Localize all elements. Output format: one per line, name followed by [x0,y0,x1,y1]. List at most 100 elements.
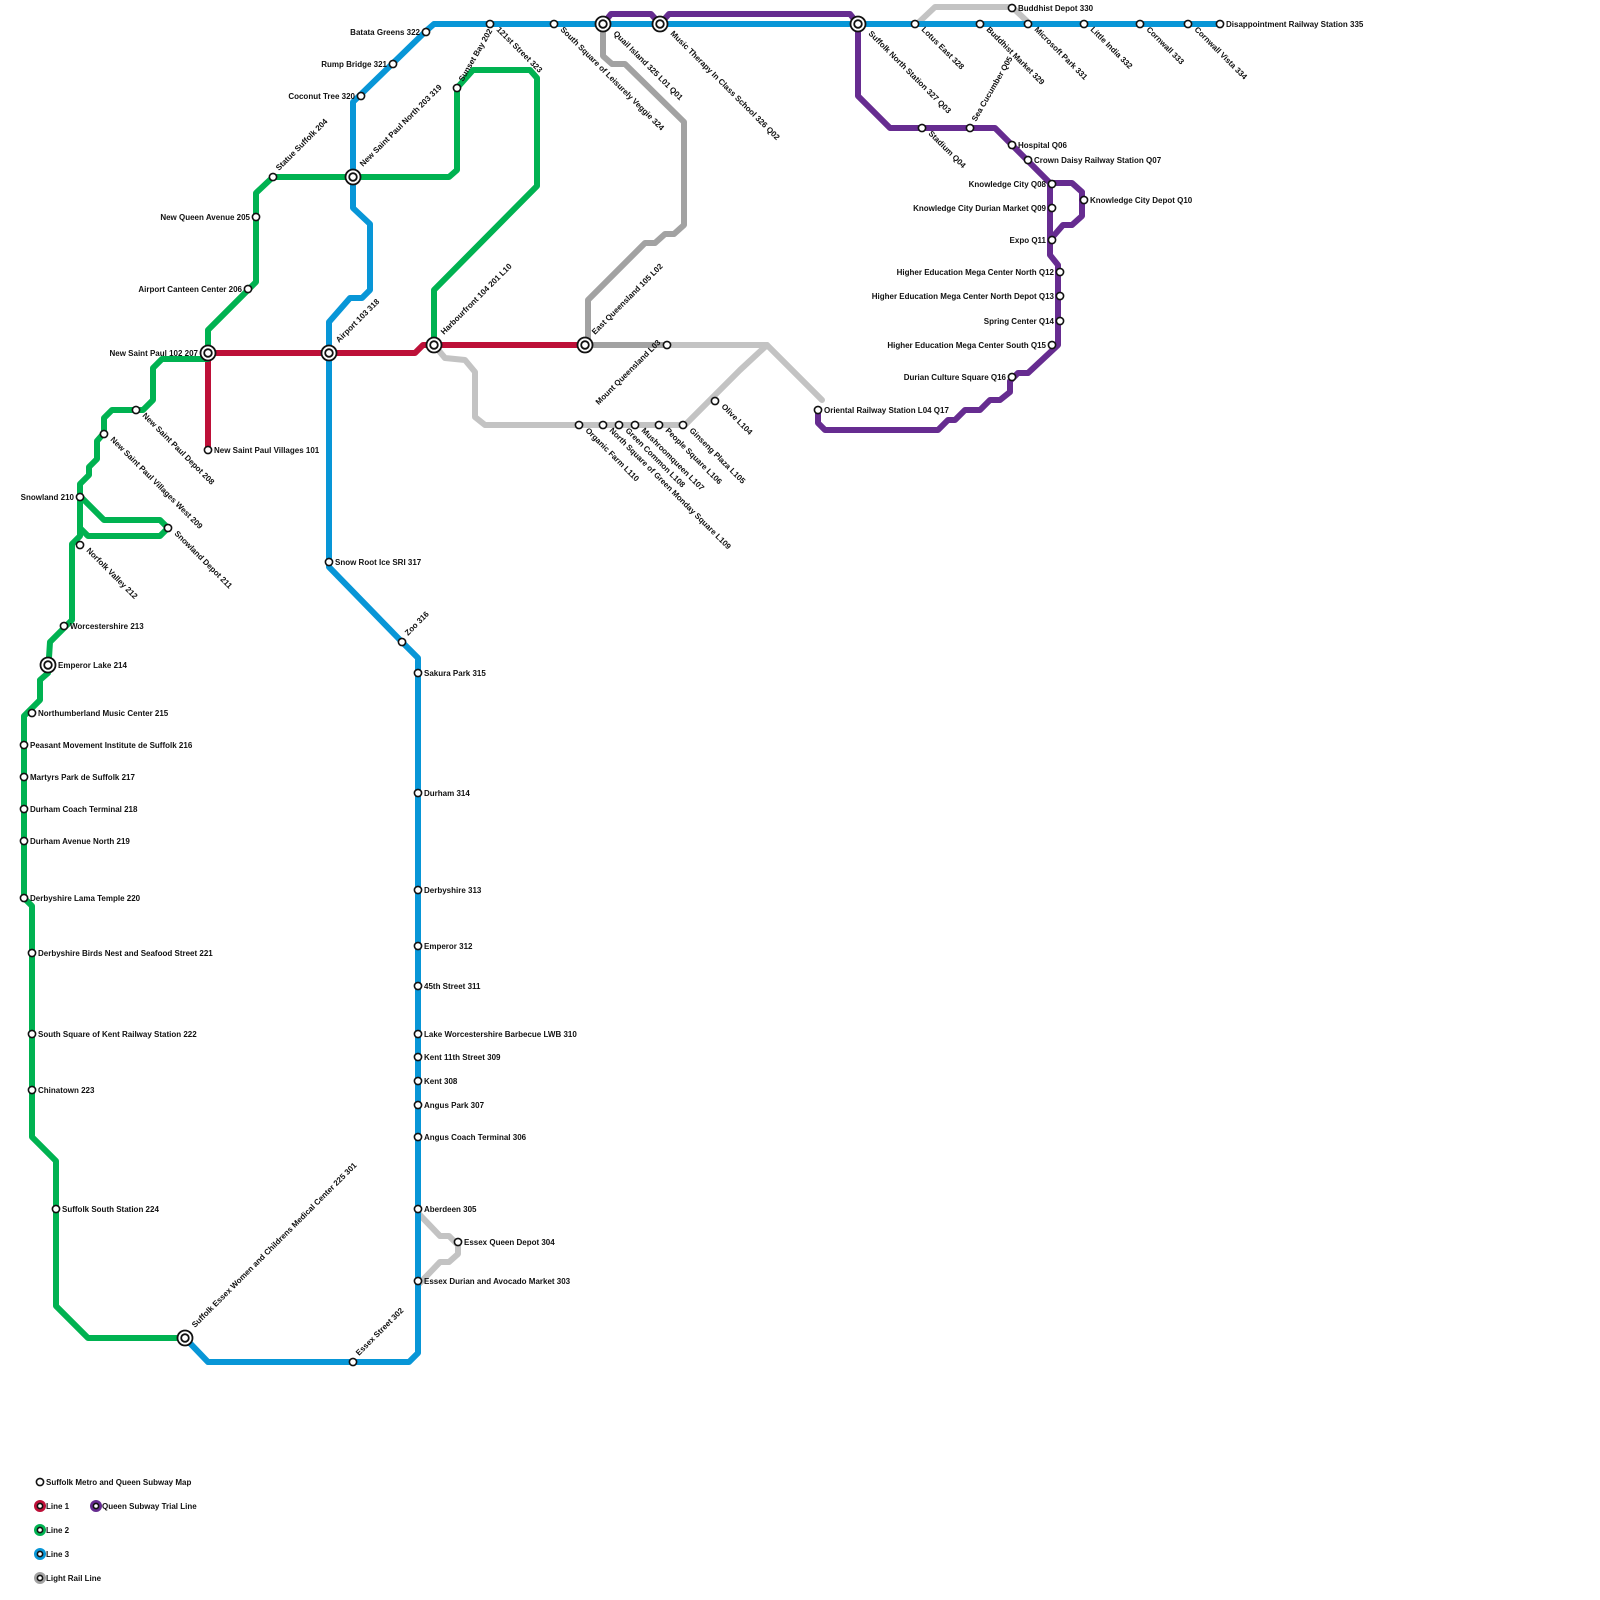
station-sQ04[interactable]: Stadium Q04 [917,123,968,170]
station-marker [413,1276,423,1286]
station-s335[interactable]: Disappointment Railway Station 335 [1215,19,1364,29]
station-s219[interactable]: Durham Avenue North 219 [19,836,130,846]
station-sQ14[interactable]: Spring Center Q14 [984,316,1065,326]
station-s320[interactable]: Coconut Tree 320 [288,91,366,101]
station-label: Martyrs Park de Suffolk 217 [30,773,135,782]
line-2-snowland-loop [77,493,171,539]
station-sQ09[interactable]: Knowledge City Durian Market Q09 [913,203,1057,213]
station-sQ16[interactable]: Durian Culture Square Q16 [904,372,1017,382]
queen-line-depot-loop [1047,180,1085,243]
station-s332[interactable]: Little India 332 [1079,19,1135,71]
station-s302[interactable]: Essex Street 302 [348,1306,406,1367]
station-s305[interactable]: Aberdeen 305 [413,1204,477,1214]
station-sQ08[interactable]: Knowledge City Q08 [969,179,1057,189]
station-sQ15[interactable]: Higher Education Mega Center South Q15 [887,340,1057,350]
station-label: Knowledge City Depot Q10 [1090,196,1193,205]
station-s102[interactable]: New Saint Paul 102 207 [110,344,217,362]
station-sL04[interactable]: Olive L104 [710,396,755,437]
station-s323[interactable]: 121st Street 323 [485,19,544,75]
station-label: Angus Park 307 [424,1101,485,1110]
station-label: Microsoft Park 331 [1033,25,1090,82]
station-sQ13[interactable]: Higher Education Mega Center North Depot… [872,291,1065,301]
station-marker [59,621,69,631]
station-s322[interactable]: Batata Greens 322 [350,27,431,37]
station-s213[interactable]: Worcestershire 213 [59,621,144,631]
station-s220[interactable]: Derbyshire Lama Temple 220 [19,893,141,903]
station-s309[interactable]: Kent 11th Street 309 [413,1052,501,1062]
station-s216[interactable]: Peasant Movement Institute de Suffolk 21… [19,740,193,750]
light-rail-trunk [585,21,687,348]
station-s303[interactable]: Essex Durian and Avocado Market 303 [413,1276,571,1286]
station-s225[interactable]: Suffolk Essex Women and Childrens Medica… [176,1161,359,1347]
station-s221[interactable]: Derbyshire Birds Nest and Seafood Street… [27,948,213,958]
station-sQ17[interactable]: Oriental Railway Station L04 Q17 [813,405,949,415]
station-s312[interactable]: Emperor 312 [413,941,473,951]
station-s212[interactable]: Norfolk Valley 212 [75,540,140,601]
station-s209[interactable]: New Saint Paul Villages West 209 [99,429,205,531]
station-s333[interactable]: Cornwall 333 [1135,19,1186,67]
station-marker [413,1052,423,1062]
station-s222[interactable]: South Square of Kent Railway Station 222 [27,1029,197,1039]
station-s316[interactable]: Zoo 316 [397,609,431,647]
station-marker [99,429,109,439]
line-3-path [182,21,1221,1365]
station-s315[interactable]: Sakura Park 315 [413,668,486,678]
station-s215[interactable]: Northumberland Music Center 215 [27,708,169,718]
line-2-path [21,67,540,1341]
legend-line-3-dot [36,1550,44,1558]
station-s224[interactable]: Suffolk South Station 224 [51,1204,159,1214]
station-s326[interactable]: Music Therapy In Class School 326 Q02 [651,15,782,143]
station-s321[interactable]: Rump Bridge 321 [321,59,398,69]
station-label: Norfolk Valley 212 [85,546,140,601]
station-s308[interactable]: Kent 308 [413,1076,458,1086]
station-label: Durham Coach Terminal 218 [30,805,138,814]
station-s328[interactable]: Lotus East 328 [910,19,966,72]
interchange-marker-inner [598,19,608,29]
station-s210[interactable]: Snowland 210 [21,492,85,502]
station-label: Suffolk Essex Women and Childrens Medica… [190,1161,359,1330]
station-sQ11[interactable]: Expo Q11 [1010,235,1057,245]
station-label: Zoo 316 [403,609,431,637]
station-label: Stadium Q04 [927,129,968,170]
station-sQ12[interactable]: Higher Education Mega Center North Q12 [897,267,1065,277]
station-sQ07[interactable]: Crown Daisy Railway Station Q07 [1023,155,1162,165]
station-s214[interactable]: Emperor Lake 214 [39,656,128,674]
station-s218[interactable]: Durham Coach Terminal 218 [19,804,138,814]
station-s223[interactable]: Chinatown 223 [27,1085,95,1095]
legend-line-2-label: Line 2 [46,1526,70,1535]
station-sQ06[interactable]: Hospital Q06 [1007,140,1067,150]
station-sL09[interactable]: North Square of Green Monday Square L109 [598,420,733,552]
station-s310[interactable]: Lake Worcestershire Barbecue LWB 310 [413,1029,577,1039]
station-marker [397,637,407,647]
station-s330[interactable]: Buddhist Depot 330 [1007,3,1094,13]
station-s307[interactable]: Angus Park 307 [413,1100,485,1110]
station-label: Derbyshire Birds Nest and Seafood Street… [38,949,213,958]
station-sQ10[interactable]: Knowledge City Depot Q10 [1079,195,1193,205]
station-s206[interactable]: Airport Canteen Center 206 [138,284,253,294]
station-s313[interactable]: Derbyshire 313 [413,885,482,895]
station-s101[interactable]: New Saint Paul Villages 101 [203,445,320,455]
station-s317[interactable]: Snow Root Ice SRI 317 [324,557,422,567]
station-sQ05[interactable]: Sea Cucumber Q05 [965,54,1015,133]
station-s306[interactable]: Angus Coach Terminal 306 [413,1132,527,1142]
station-s304[interactable]: Essex Queen Depot 304 [453,1237,555,1247]
legend-line-2-dot [36,1526,44,1534]
station-s324[interactable]: South Square of Leisurely Veggie 324 [549,19,666,133]
station-marker [75,540,85,550]
station-s311[interactable]: 45th Street 311 [413,981,481,991]
station-label: Batata Greens 322 [350,28,420,37]
station-s211[interactable]: Snowland Depot 211 [163,523,235,591]
station-s104[interactable]: Harbourfront 104 201 L10 [425,261,515,354]
station-sL03[interactable]: Mount Queensland L03 [594,338,672,407]
station-label: Snowland Depot 211 [173,529,235,591]
station-s205[interactable]: New Queen Avenue 205 [160,212,261,222]
interchange-marker-inner [853,19,863,29]
station-s334[interactable]: Cornwall Vista 334 [1183,19,1249,82]
station-marker [574,420,584,430]
station-s217[interactable]: Martyrs Park de Suffolk 217 [19,772,135,782]
station-marker [917,123,927,133]
station-s204[interactable]: Statue Suffolk 204 [268,117,330,182]
station-label: New Saint Paul Villages 101 [214,446,320,455]
station-s314[interactable]: Durham 314 [413,788,470,798]
station-marker [1047,179,1057,189]
